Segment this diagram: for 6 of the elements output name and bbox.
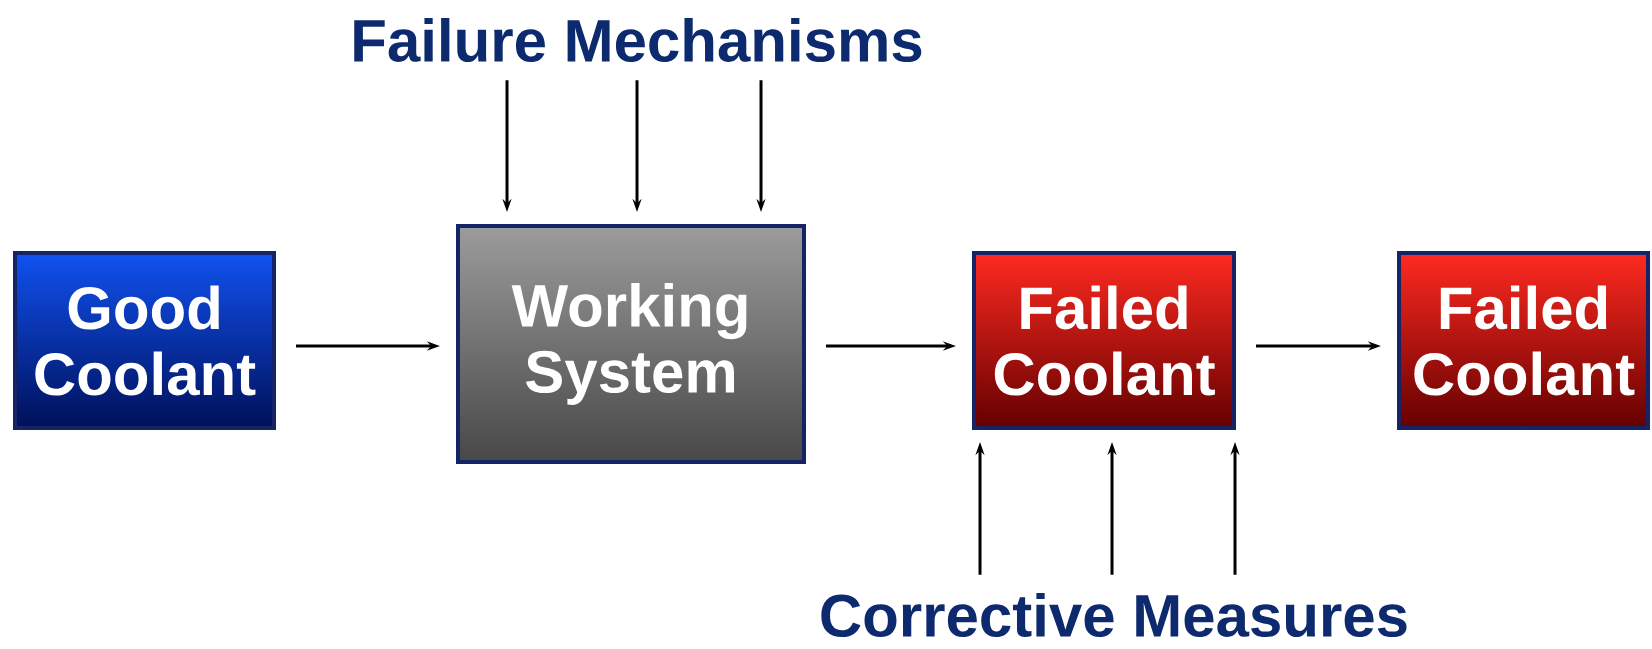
process-box: Failed Coolant [1397, 251, 1650, 430]
heading: Failure Mechanisms [354, 18, 922, 63]
process-box: Failed Coolant [972, 251, 1236, 430]
heading: Corrective Measures [821, 593, 1407, 638]
process-box: Good Coolant [13, 251, 276, 430]
process-box: Working System [456, 224, 806, 464]
